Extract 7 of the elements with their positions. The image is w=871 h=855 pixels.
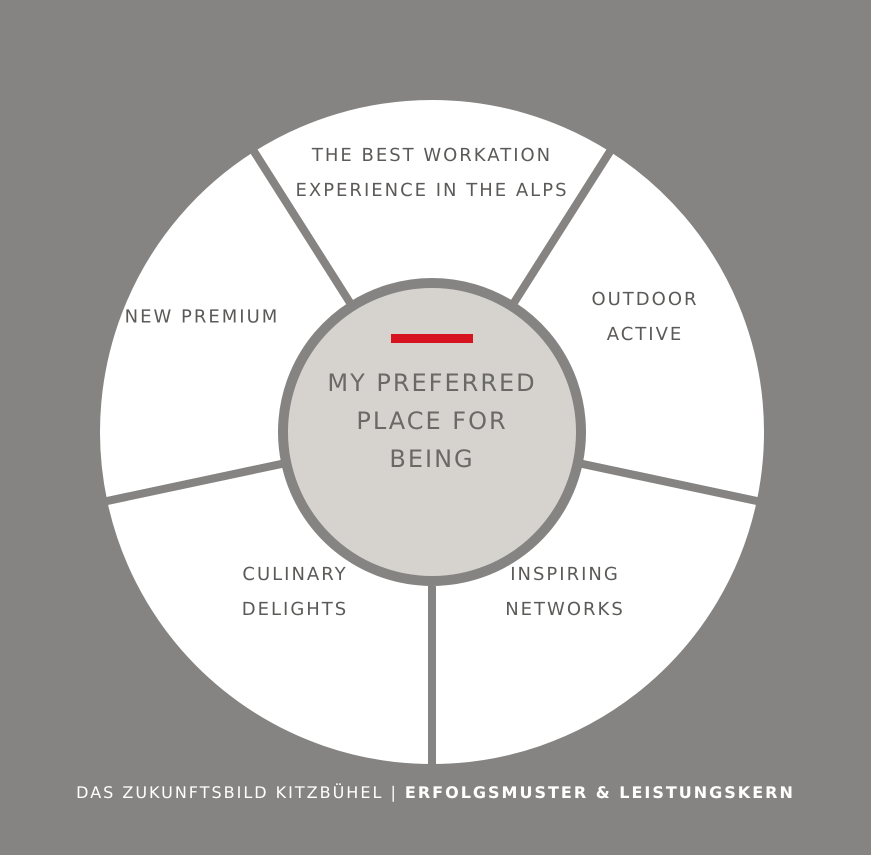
- segment-label: INSPIRING NETWORKS: [465, 557, 665, 627]
- segment-label: THE BEST WORKATION EXPERIENCE IN THE ALPS: [282, 138, 582, 208]
- segment-label: NEW PREMIUM: [122, 300, 282, 334]
- caption: DAS ZUKUNFTSBILD KITZBÜHEL | ERFOLGSMUSTER & LEISTUNGSKERN: [75, 783, 796, 802]
- segment-label: OUTDOOR ACTIVE: [565, 282, 725, 352]
- segment-label: MY PREFERRED PLACE FOR BEING: [312, 364, 552, 478]
- segment-label: CULINARY DELIGHTS: [195, 557, 395, 627]
